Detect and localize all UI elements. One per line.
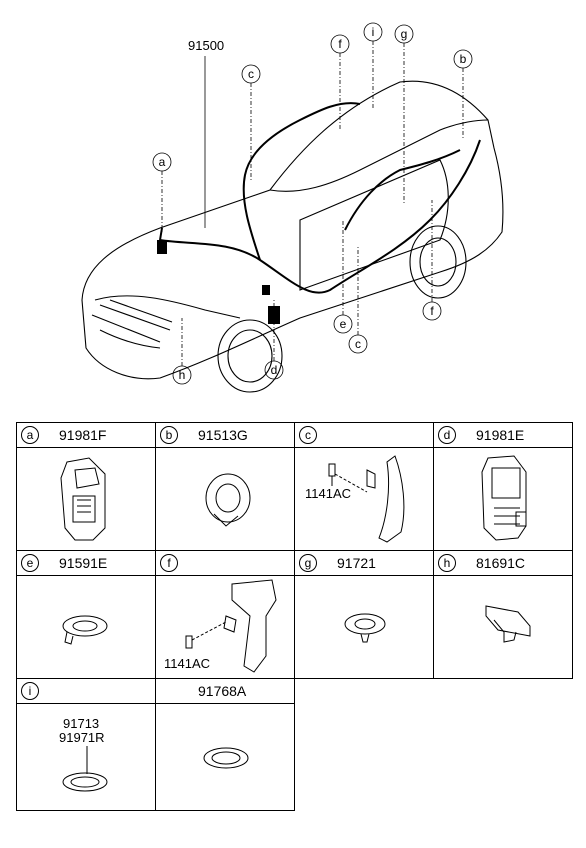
callout-b: b [460,52,467,66]
grommet-icon [62,615,108,645]
part-number: 91591E [59,555,108,571]
part-letter: i [21,682,39,700]
car-wiring-illustration: 91500 a b c c d e f f g h i [81,22,504,393]
connector-blocks [157,240,280,324]
part-cell-h: h 81691C [433,550,573,576]
part-label-91713: 91713 [63,716,100,731]
part-letter: a [21,426,39,444]
bolt-label: 1141AC [164,656,211,671]
grommet-icon [344,613,386,643]
main-part-label: 91500 [188,38,224,53]
part-letter: d [438,426,456,444]
part-letter: b [160,426,178,444]
callout-f-bottom: f [430,304,434,318]
part-number: 81691C [476,555,526,571]
callout-a: a [159,155,166,169]
part-cell-91768A: 91768A [155,678,295,704]
part-letter: e [21,554,39,572]
part-cell-c: c [294,422,434,448]
bracket-bolt-icon [328,455,405,543]
part-cell-b: b 91513G [155,422,295,448]
callout-i: i [372,25,375,39]
bolt-label: 1141AC [305,486,352,501]
part-letter: c [299,426,317,444]
part-letter: f [160,554,178,572]
car-body [81,80,504,380]
wiring-harness [159,102,481,294]
callout-group [152,22,473,385]
part-cell-e: e 91591E [16,550,156,576]
part-cell-i: i [16,678,156,704]
part-number: 91981F [59,427,107,443]
part-cell-g: g 91721 [294,550,434,576]
connector-cover-icon [481,455,527,541]
part-letter: h [438,554,456,572]
bracket-bolt-icon [185,579,277,673]
callout-f-top: f [338,37,342,51]
clip-icon [485,605,531,643]
wiring-diagram: 91500 a b c c d e f f g h i [0,0,586,420]
part-cell-d: d 91981E [433,422,573,448]
grommet-icon [62,746,108,792]
part-number: 91768A [198,683,247,699]
part-number: 91513G [198,427,248,443]
part-number: 91981E [476,427,525,443]
callout-d: d [271,363,278,377]
part-cell-f: f [155,550,295,576]
part-cell-a: a 91981F [16,422,156,448]
callout-c-top: c [248,67,254,81]
part-label-91971R: 91971R [59,730,105,745]
part-letter: g [299,554,317,572]
part-number: 91721 [337,555,376,571]
callout-e: e [340,317,347,331]
callout-h: h [179,368,186,382]
parts-table: a 91981F b 91513G c d 91981E 1141AC e 91591E… [16,422,573,811]
callout-g: g [401,27,408,41]
wheels [217,225,467,393]
grommet-icon [203,747,249,769]
grommet-icon [205,473,251,527]
connector-cover-icon [60,457,106,541]
callout-c-bottom: c [355,337,361,351]
